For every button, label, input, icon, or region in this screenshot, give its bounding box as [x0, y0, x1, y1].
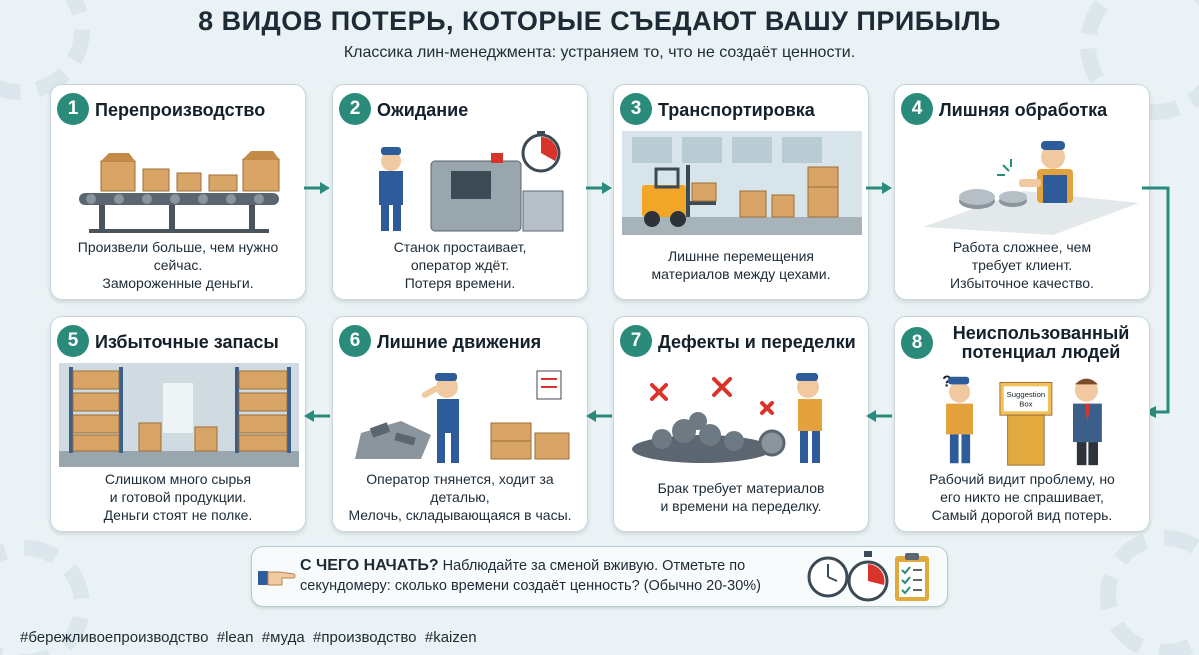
waste-card-defects: 7 Дефекты и переделки Брак требует матер…	[613, 316, 869, 532]
card-description: Лишнне перемещения материалов между цеха…	[651, 248, 831, 282]
card-number-badge: 1	[57, 93, 89, 125]
waste-card-motion: 6 Лишние движения Оператор тнянется, ход…	[332, 316, 588, 532]
conveyor-boxes-illustration	[79, 151, 280, 233]
card-description: Станок простаивает, оператор ждёт. Потер…	[393, 239, 527, 291]
card-number-badge: 6	[339, 325, 371, 357]
card-description: Рабочий видит проблему, но его никто не …	[929, 471, 1115, 523]
background-gear-icon	[1100, 530, 1199, 655]
where-to-start-text: С ЧЕГО НАЧАТЬ? Наблюдайте за сменой вжив…	[300, 557, 761, 594]
card-number-badge: 5	[57, 325, 89, 357]
card-description: Оператор тнянется, ходит за деталью, Мел…	[348, 471, 572, 523]
card-description: Брак требует материалов и времени на пер…	[657, 480, 825, 514]
hashtags: #бережливоепроизводство #lean #муда #про…	[20, 629, 477, 646]
card-title: Лишняя обработка	[939, 99, 1108, 120]
card-title: Транспортировка	[658, 99, 815, 120]
card-number-badge: 3	[620, 93, 652, 125]
waste-card-waiting: 2 Ожидание Станок простаивает, оператор …	[332, 84, 588, 300]
svg-text:?: ?	[942, 373, 951, 390]
card-number-badge: 8	[901, 327, 933, 359]
card-title: Ожидание	[377, 99, 469, 120]
card-number-badge: 2	[339, 93, 371, 125]
pointing-hand-icon	[258, 571, 296, 586]
waste-card-overprocessing: 4 Лишняя обработка Работа сложнее, чем т…	[894, 84, 1150, 300]
reaching-operator-illustration	[355, 370, 570, 463]
card-title: Избыточные запасы	[95, 331, 279, 352]
flow-arrow-right-icon	[586, 182, 612, 194]
card-title: Дефекты и переделки	[658, 331, 856, 352]
card-title: Неиспользованный потенциал людей	[952, 323, 1130, 362]
card-description: Работа сложнее, чем требует клиент. Избы…	[950, 239, 1094, 291]
waste-card-overproduction: 1 Перепроизводство Произвели больше, чем…	[50, 84, 306, 300]
svg-text:Suggestion: Suggestion	[1007, 390, 1045, 399]
page-subtitle: Классика лин-менеджмента: устраняем то, …	[343, 44, 856, 61]
card-description: Произвели больше, чем нужно сейчас. Замо…	[77, 239, 279, 291]
waste-card-unused-talent: 8 Неиспользованный потенциал людей ? Sug…	[894, 316, 1150, 532]
where-to-start-callout: С ЧЕГО НАЧАТЬ? Наблюдайте за сменой вжив…	[251, 546, 948, 607]
forklift-warehouse-illustration	[622, 131, 862, 235]
clock-icon	[807, 556, 849, 598]
card-title: Лишние движения	[377, 331, 542, 352]
stopwatch-icon	[847, 551, 889, 602]
polishing-worker-illustration	[923, 141, 1139, 235]
warehouse-shelves-illustration	[59, 363, 299, 467]
waste-card-transportation: 3 Транспортировка Лишнне перемещения мат…	[613, 84, 869, 300]
flow-arrow-right-icon	[866, 182, 892, 194]
card-title: Перепроизводство	[95, 99, 266, 120]
flow-arrow-left-icon	[866, 410, 892, 422]
flow-arrow-left-icon	[586, 410, 612, 422]
card-number-badge: 7	[620, 325, 652, 357]
defective-parts-illustration	[632, 373, 822, 463]
page-title: 8 ВИДОВ ПОТЕРЬ, КОТОРЫЕ СЪЕДАЮТ ВАШУ ПРИ…	[198, 6, 1001, 36]
svg-text:Box: Box	[1019, 400, 1032, 409]
suggestion-box-illustration: ? Suggestion Box	[942, 373, 1102, 466]
waste-card-inventory: 5 Избыточные запасы Слишком много сырья …	[50, 316, 306, 532]
clipboard-checklist-icon	[895, 553, 929, 601]
card-number-badge: 4	[901, 93, 933, 125]
card-description: Слишком много сырья и готовой продукции.…	[103, 471, 253, 523]
flow-arrow-right-icon	[304, 182, 330, 194]
flow-arrow-down-connector	[1142, 186, 1170, 418]
waiting-operator-machine-illustration	[379, 131, 564, 232]
flow-arrow-left-icon	[304, 410, 330, 422]
